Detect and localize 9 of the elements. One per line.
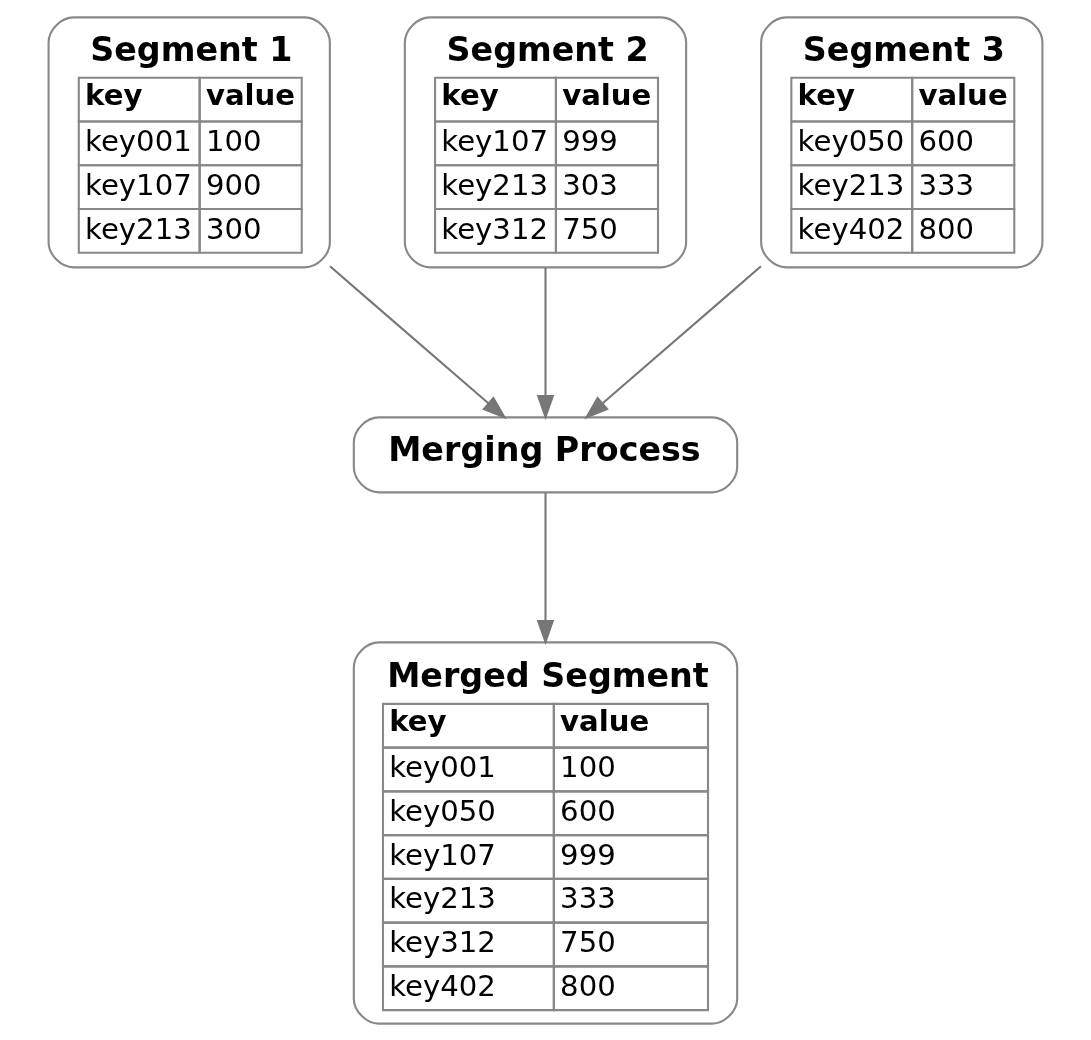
node-box: Segment 2 key value key107 999 key213 303 key312 750: [403, 15, 688, 268]
arrow: [536, 492, 555, 645]
node-box: Merged Segment key value key001 100 key050 600 key107 999 key213 333 key312 750 key402 800: [352, 640, 739, 1025]
node-box: Segment 3 key value key050 600 key213 333 key402 800: [760, 15, 1044, 268]
node-box: Merging Process: [352, 415, 739, 493]
arrow: [584, 265, 762, 419]
arrow: [329, 265, 507, 419]
node-box: Segment 1 key value key001 100 key107 900 key213 300: [47, 15, 331, 268]
arrow: [536, 267, 555, 420]
